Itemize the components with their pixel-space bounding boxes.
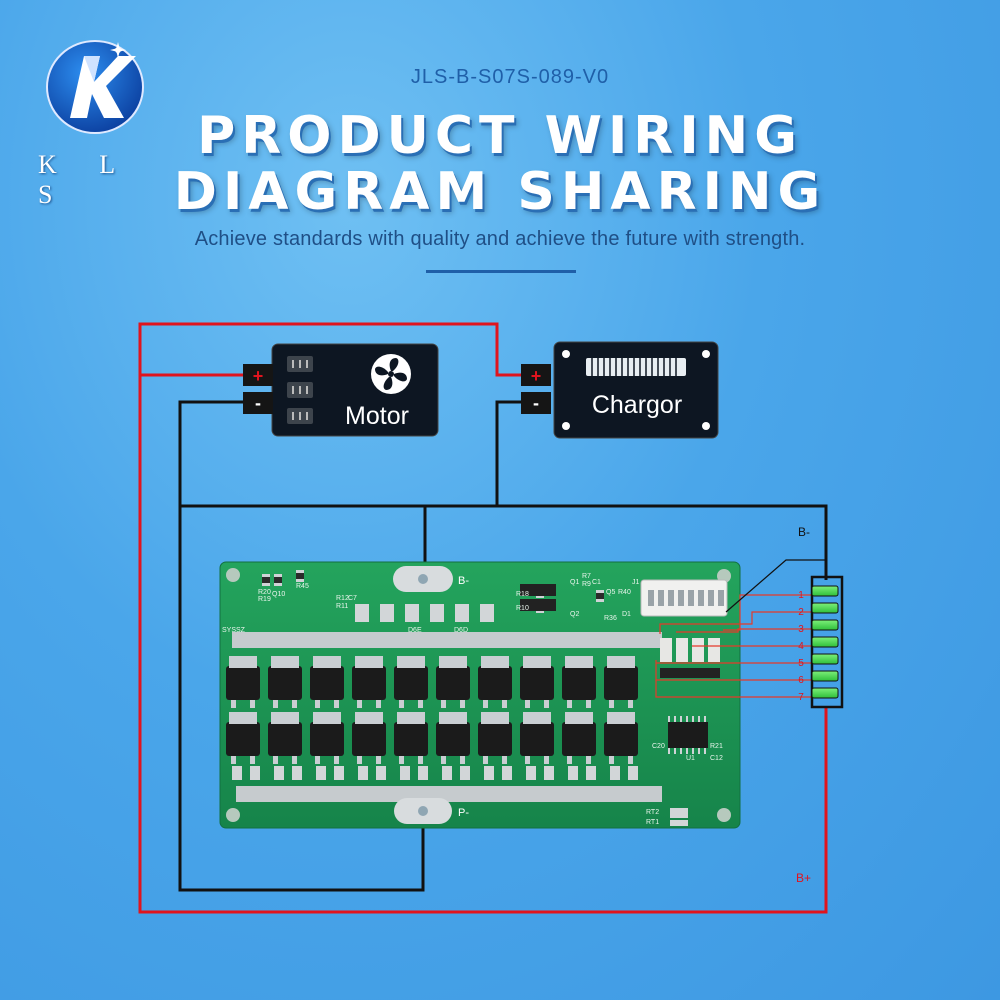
- title-line-1: PRODUCT WIRING: [197, 106, 803, 166]
- positive-wire: [138, 322, 828, 914]
- motor-label: Motor: [345, 402, 409, 430]
- svg-text:Q5: Q5: [606, 589, 615, 596]
- subtitle: Achieve standards with quality and achie…: [194, 228, 806, 250]
- svg-text:D6D: D6D: [454, 627, 468, 634]
- bms-pcb: [219, 561, 741, 829]
- svg-text:R36: R36: [604, 615, 617, 622]
- svg-text:R19: R19: [258, 596, 271, 603]
- charger-minus-label: -: [533, 393, 539, 413]
- title-line-2: DIAGRAM SHARING: [173, 162, 827, 222]
- svg-text:R40: R40: [618, 589, 631, 596]
- cell-label-5: 5: [798, 658, 804, 669]
- negative-wire: [178, 400, 828, 892]
- cell-label-2: 2: [798, 607, 804, 618]
- svg-text:R7: R7: [582, 573, 591, 580]
- motor-plus-label: +: [253, 366, 264, 386]
- svg-text:R21: R21: [710, 743, 723, 750]
- cell-label-4: 4: [798, 641, 804, 652]
- cell-label-3: 3: [798, 624, 804, 635]
- kls-logo: [46, 40, 144, 134]
- charger-label: Chargor: [592, 391, 682, 419]
- charger-unit: [521, 341, 719, 439]
- svg-text:Q10: Q10: [272, 591, 285, 598]
- svg-text:D1: D1: [622, 611, 631, 618]
- svg-text:R20: R20: [258, 589, 271, 596]
- battery-b-minus-label: B-: [798, 525, 810, 539]
- svg-text:U1: U1: [686, 755, 695, 762]
- cell-label-7: 7: [798, 692, 804, 703]
- svg-text:R9: R9: [582, 581, 591, 588]
- svg-text:R45: R45: [296, 583, 309, 590]
- brand-letters: K L S: [38, 150, 133, 209]
- b-minus-sense-wire: [725, 559, 826, 613]
- model-number: JLS-B-S07S-089-V0: [410, 66, 610, 88]
- pcb-silkscreen: R20 R19 Q10 R45 R12 R11 C7 R7 Q1 R9 C1 Q…: [222, 573, 723, 826]
- charger-plus-label: +: [531, 366, 542, 386]
- cell-label-6: 6: [798, 675, 804, 686]
- fan-icon: [371, 354, 411, 394]
- battery-b-plus-label: B+: [796, 871, 811, 885]
- svg-text:C1: C1: [592, 579, 601, 586]
- svg-text:RT1: RT1: [646, 819, 659, 826]
- svg-text:C7: C7: [348, 595, 357, 602]
- svg-text:R11: R11: [336, 603, 348, 610]
- svg-text:C20: C20: [652, 743, 665, 750]
- pcb-p-minus-label: P-: [458, 807, 469, 819]
- svg-text:R10: R10: [516, 605, 529, 612]
- svg-text:Q2: Q2: [570, 611, 579, 618]
- svg-text:R18: R18: [516, 591, 529, 598]
- svg-text:R12: R12: [336, 595, 349, 602]
- battery-pack: [810, 575, 844, 709]
- pcb-b-minus-label: B-: [458, 575, 469, 587]
- header-divider: [426, 270, 576, 273]
- svg-text:D6E: D6E: [408, 627, 422, 634]
- svg-text:RT2: RT2: [646, 809, 659, 816]
- motor-unit: [243, 343, 439, 437]
- balance-wires: [655, 594, 811, 698]
- cell-label-1: 1: [798, 590, 804, 601]
- svg-text:J1: J1: [632, 579, 640, 586]
- motor-minus-label: -: [255, 393, 261, 413]
- svg-text:Q1: Q1: [570, 579, 579, 586]
- svg-text:C12: C12: [710, 755, 723, 762]
- svg-text:SYSSZ: SYSSZ: [222, 627, 246, 634]
